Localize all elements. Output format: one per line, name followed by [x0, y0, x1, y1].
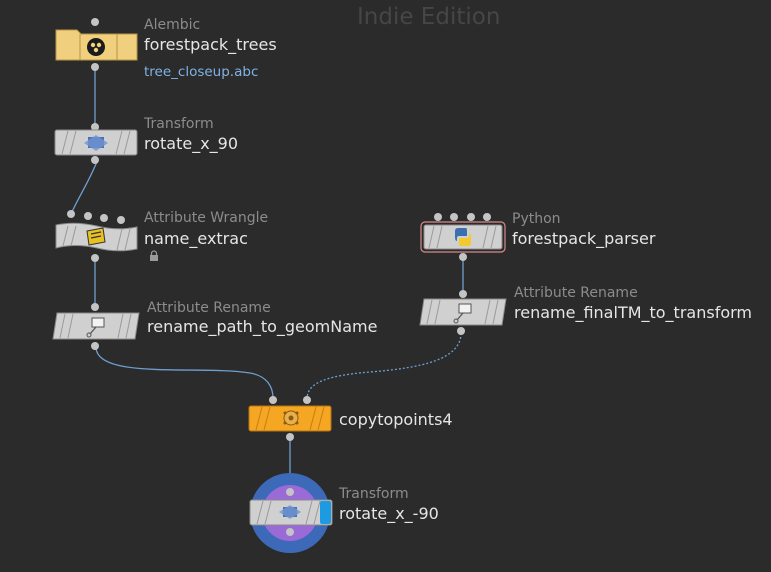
- node-type-label: Attribute Wrangle: [144, 210, 269, 226]
- output-connector[interactable]: [457, 327, 465, 335]
- wire-rename-to-copy-left: [95, 346, 274, 399]
- node-name-label[interactable]: rotate_x_90: [144, 134, 239, 153]
- node-type-label: Python: [512, 211, 561, 227]
- node-type-label: Attribute Rename: [514, 285, 638, 301]
- lock-icon[interactable]: [149, 250, 159, 262]
- alembic-logo-icon: [87, 38, 105, 56]
- input-connector[interactable]: [91, 303, 99, 311]
- input-connector[interactable]: [459, 290, 467, 298]
- copy-to-points-icon: [283, 410, 299, 426]
- node-name-label[interactable]: rename_path_to_geomName: [147, 317, 378, 336]
- alembic-node-body[interactable]: [55, 29, 138, 61]
- rename-node-body[interactable]: [52, 312, 140, 340]
- input-connector-3[interactable]: [467, 213, 475, 221]
- node-name-label[interactable]: forestpack_parser: [512, 229, 656, 248]
- input-connector-3[interactable]: [100, 214, 108, 222]
- output-connector[interactable]: [91, 63, 99, 71]
- input-connector[interactable]: [91, 123, 99, 131]
- python-icon: [455, 228, 471, 246]
- wrangle-icon: [86, 227, 106, 246]
- input-connector-4[interactable]: [117, 216, 125, 224]
- edition-watermark: Indie Edition: [357, 4, 501, 30]
- attribute-rename-icon: [86, 317, 105, 338]
- transform-icon: [84, 135, 108, 151]
- attribute-rename-icon: [453, 303, 472, 324]
- output-connector[interactable]: [459, 253, 467, 261]
- node-name-label[interactable]: forestpack_trees: [144, 35, 277, 54]
- copy-node-body[interactable]: [248, 405, 332, 432]
- input-connector-2[interactable]: [450, 213, 458, 221]
- input-connector-1[interactable]: [269, 396, 277, 404]
- input-connector-2[interactable]: [84, 212, 92, 220]
- python-node-body[interactable]: [420, 221, 506, 253]
- output-connector[interactable]: [91, 254, 99, 262]
- wrangle-node-body[interactable]: [55, 222, 138, 254]
- input-connector: [286, 488, 294, 496]
- output-connector[interactable]: [91, 156, 99, 164]
- transform-icon: [279, 505, 301, 519]
- node-name-label[interactable]: rotate_x_-90: [339, 504, 439, 523]
- node-file-label: tree_closeup.abc: [144, 64, 259, 80]
- wire-rename-to-copy-right: [306, 332, 462, 399]
- transform-display-body[interactable]: [248, 472, 334, 554]
- input-connector-1[interactable]: [67, 210, 75, 218]
- wire-transform-to-wrangle: [70, 158, 99, 215]
- node-name-label[interactable]: name_extrac: [144, 229, 248, 248]
- node-type-label: Attribute Rename: [147, 300, 271, 316]
- output-connector[interactable]: [286, 433, 294, 441]
- node-name-label[interactable]: copytopoints4: [339, 410, 453, 429]
- rename-node-body[interactable]: [419, 298, 507, 326]
- node-name-label[interactable]: rename_finalTM_to_transform: [514, 303, 752, 322]
- output-connector: [286, 528, 294, 536]
- input-connector[interactable]: [91, 18, 99, 26]
- input-connector-2[interactable]: [303, 396, 311, 404]
- display-flag[interactable]: [320, 501, 331, 524]
- node-type-label: Transform: [144, 116, 214, 132]
- transform-node-body[interactable]: [54, 129, 138, 156]
- input-connector-1[interactable]: [434, 213, 442, 221]
- input-connector-4[interactable]: [483, 213, 491, 221]
- node-type-label: Transform: [339, 486, 409, 502]
- output-connector[interactable]: [91, 342, 99, 350]
- node-type-label: Alembic: [144, 17, 201, 33]
